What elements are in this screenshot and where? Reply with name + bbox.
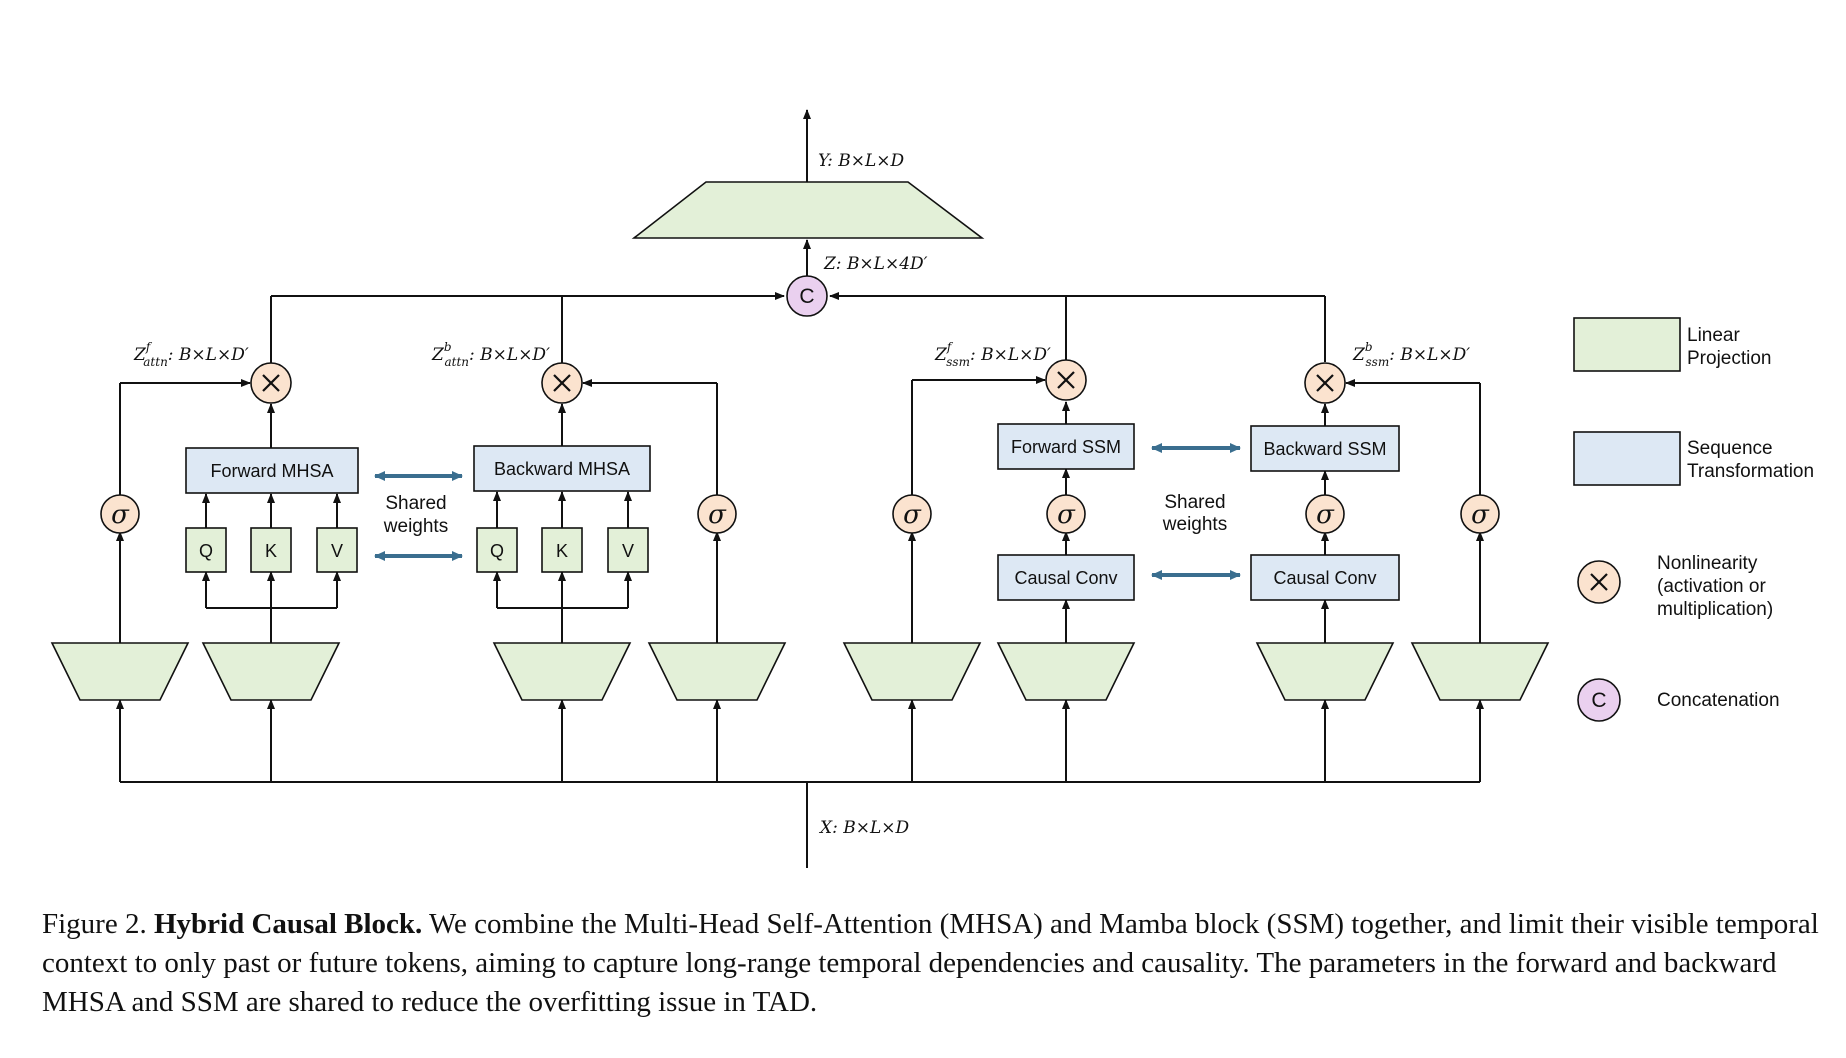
legend-nonlinearity-line3: multiplication) (1657, 599, 1773, 620)
shared-weight-arrows (374, 443, 1241, 580)
legend-nonlinearity-line1: Nonlinearity (1657, 553, 1758, 574)
backward-mhsa-box (473, 445, 651, 492)
backward-ssm-label: Backward SSM (1263, 439, 1386, 459)
shared-mhsa-line1: Shared (385, 493, 446, 514)
output-projection (631, 181, 985, 239)
forward-mhsa-box (185, 447, 359, 494)
k-label-backward: K (556, 541, 568, 561)
q-box-forward (185, 527, 227, 573)
forward-ssm-box (997, 423, 1135, 470)
causal-conv-backward-label: Causal Conv (1273, 568, 1376, 588)
sigma-node-2 (697, 494, 737, 534)
k-label-forward: K (265, 541, 277, 561)
forward-ssm-label: Forward SSM (1011, 437, 1121, 457)
q-label-backward: Q (490, 541, 504, 561)
backward-mhsa-label: Backward MHSA (494, 459, 630, 479)
legend-sequence-swatch (1573, 431, 1681, 486)
sigma-symbol-2: σ (708, 500, 727, 530)
v-box-backward (607, 527, 649, 573)
backward-ssm-box (1250, 425, 1400, 472)
sequence-boxes: Forward MHSA Backward MHSA Forward SSM B… (185, 423, 1400, 601)
proj-ssm-f (996, 642, 1136, 701)
proj-attn-b (492, 642, 632, 701)
v-box-forward (316, 527, 358, 573)
proj-gate-ssm-b (1410, 642, 1550, 701)
sigma-nodes: σ σ σ σ σ σ (100, 494, 1500, 534)
caption-title: Hybrid Causal Block. (153, 908, 423, 940)
sigma-symbol-5: σ (1316, 500, 1335, 530)
legend: Linear Projection Sequence Transformatio… (1573, 317, 1814, 722)
caption-body: We combine the Multi-Head Self-Attention… (42, 908, 1819, 1018)
forward-mhsa-label: Forward MHSA (210, 461, 333, 481)
caption-prefix: Figure 2. (42, 908, 154, 940)
figure-caption: Figure 2. Hybrid Causal Block. We combin… (42, 905, 1822, 1022)
concat-node: C (786, 275, 828, 317)
sigma-node-6 (1460, 494, 1500, 534)
legend-concat-label: Concatenation (1657, 690, 1780, 711)
sigma-symbol-1: σ (111, 500, 130, 530)
proj-attn-f (201, 642, 341, 701)
legend-linear-line1: Linear (1687, 325, 1740, 346)
shared-weights-labels: Shared weights Shared weights (383, 492, 1227, 537)
legend-sequence-line2: Transformation (1687, 461, 1814, 482)
legend-sequence-line1: Sequence (1687, 438, 1773, 459)
legend-concat-symbol: C (1591, 689, 1606, 712)
sigma-symbol-4: σ (1057, 500, 1076, 530)
connection-lines (116, 109, 1484, 868)
q-box-backward (476, 527, 518, 573)
proj-gate-attn-b (647, 642, 787, 701)
shared-mhsa-line2: weights (383, 516, 448, 537)
qkv-boxes: Q K V Q K V (185, 527, 649, 573)
shared-ssm-line2: weights (1162, 514, 1227, 535)
input-label: X: B×L×D (818, 818, 910, 838)
k-box-forward (250, 527, 292, 573)
legend-concat-swatch (1577, 678, 1621, 722)
output-label: Y: B×L×D (818, 151, 905, 171)
v-label-forward: V (331, 541, 343, 561)
sigma-node-3 (892, 494, 932, 534)
sigma-symbol-6: σ (1471, 500, 1490, 530)
proj-gate-ssm-f (842, 642, 982, 701)
linear-projections (50, 181, 1550, 701)
proj-gate-attn-f (50, 642, 190, 701)
causal-conv-backward-box (1250, 554, 1400, 601)
legend-linear-line2: Projection (1687, 348, 1772, 369)
causal-conv-forward-box (997, 554, 1135, 601)
causal-conv-forward-label: Causal Conv (1014, 568, 1117, 588)
sigma-symbol-3: σ (903, 500, 922, 530)
proj-ssm-b (1255, 642, 1395, 701)
hybrid-causal-block-diagram: Q K V Q K V Forward MHSA Backward MHSA F… (50, 109, 1814, 868)
sigma-node-4 (1046, 494, 1086, 534)
concat-output-label: Z: B×L×4D′ (823, 254, 928, 274)
multiply-nodes (250, 359, 1346, 404)
concat-symbol: C (799, 285, 814, 308)
sigma-node-5 (1305, 494, 1345, 534)
legend-nonlinearity-line2: (activation or (1657, 576, 1766, 597)
v-label-backward: V (622, 541, 634, 561)
legend-linear-swatch (1573, 317, 1681, 372)
shared-ssm-line1: Shared (1164, 492, 1225, 513)
sigma-node-1 (100, 494, 140, 534)
k-box-backward (541, 527, 583, 573)
q-label-forward: Q (199, 541, 213, 561)
